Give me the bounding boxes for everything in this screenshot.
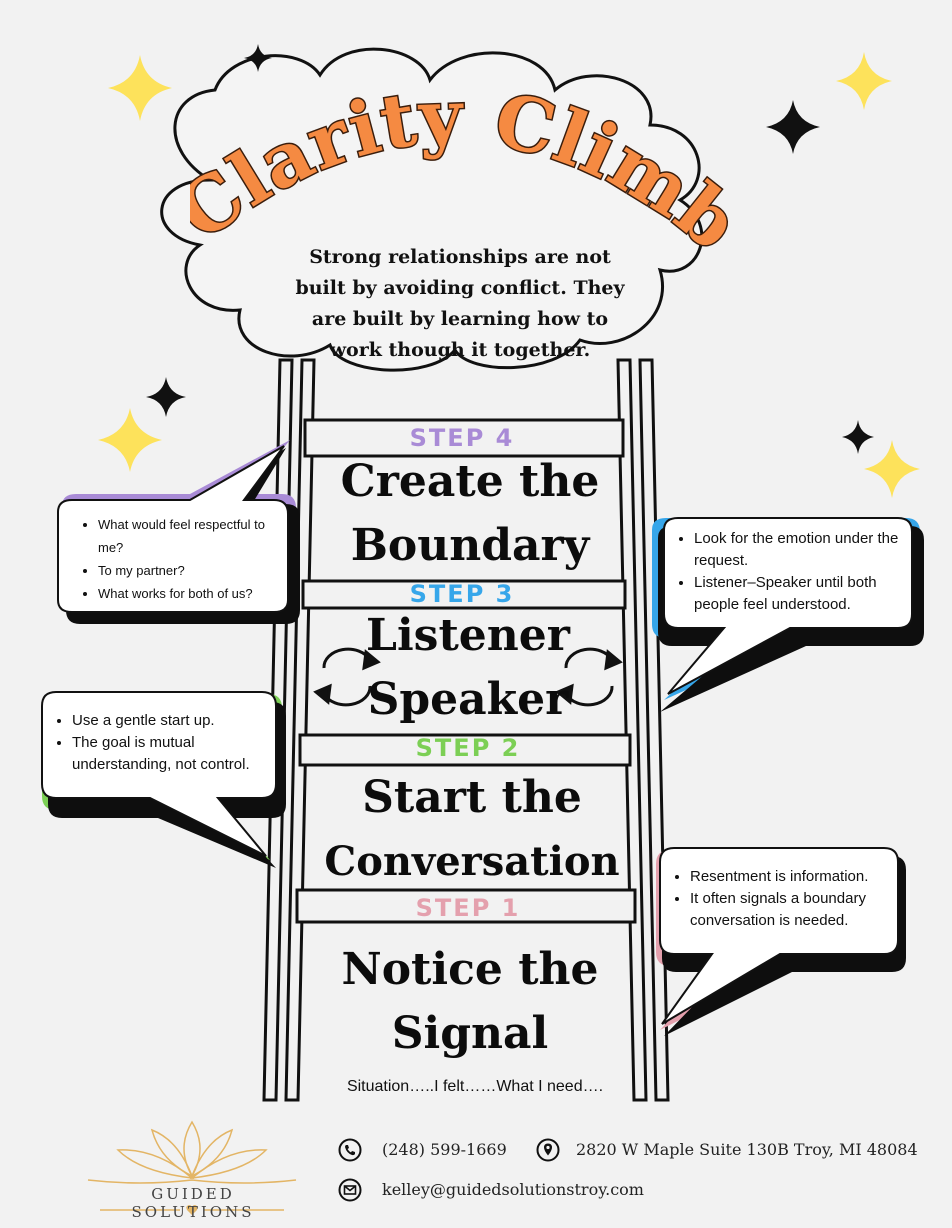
step2-title-line1: Start the xyxy=(362,772,582,823)
step1-tag: STEP 1 xyxy=(368,894,568,922)
step3-tag-label: STEP 3 xyxy=(409,580,515,608)
bubble-step3-item: Look for the emotion under the request. xyxy=(694,528,908,572)
location-icon xyxy=(536,1138,560,1162)
step3-title-line1: Listener xyxy=(366,610,570,661)
sparkles xyxy=(98,44,920,498)
cycle-arrows-left-icon xyxy=(313,647,381,707)
sparkle-icon xyxy=(146,377,186,417)
step2-tag: STEP 2 xyxy=(368,734,568,762)
step1-title: Notice the Signal xyxy=(310,938,630,1066)
step2-title-line2: Conversation xyxy=(324,838,620,885)
step4-title-line2: Boundary xyxy=(350,520,590,571)
sparkle-icon xyxy=(766,100,820,154)
sparkle-icon xyxy=(98,408,162,472)
bubble-step3: Look for the emotion under the request. … xyxy=(672,528,908,616)
heart-icon xyxy=(186,1205,198,1215)
brand-name: GUIDED SOLUTIONS xyxy=(131,1185,255,1221)
sparkle-icon xyxy=(842,420,874,454)
sparkle-icon xyxy=(108,55,172,121)
bubble-step4-shape xyxy=(57,440,300,624)
step4-title: Create the Boundary xyxy=(310,450,630,578)
ladder-left-rail-inner xyxy=(284,358,316,1102)
bubble-step4-item: To my partner? xyxy=(98,559,286,582)
step3-tag: STEP 3 xyxy=(362,580,562,608)
ladder-rung xyxy=(295,888,637,924)
page-title: Clarity Climb xyxy=(190,74,750,268)
step3-title-line2: Speaker xyxy=(367,674,569,725)
step1-tag-label: STEP 1 xyxy=(415,894,521,922)
address: 2820 W Maple Suite 130B Troy, MI 48084 xyxy=(576,1140,918,1159)
step4-title-line1: Create the xyxy=(340,456,600,507)
sparkle-icon xyxy=(244,44,272,72)
step1-title-line1: Notice the xyxy=(341,944,599,995)
step2-tag-label: STEP 2 xyxy=(415,734,521,762)
ladder-rung xyxy=(303,418,625,458)
step3-title: Listener Speaker xyxy=(308,604,628,732)
bubble-step1: Resentment is information. It often sign… xyxy=(668,866,894,932)
bubble-step4-item: What would feel respectful to me? xyxy=(98,513,286,559)
bubble-step4-item: What works for both of us? xyxy=(98,582,286,605)
bubble-step3-item: Listener–Speaker until both people feel … xyxy=(694,572,908,616)
step4-tag-label: STEP 4 xyxy=(409,424,515,452)
bubble-step4: What would feel respectful to me? To my … xyxy=(76,513,286,605)
ladder-rung xyxy=(298,733,632,767)
bubble-step1-item: Resentment is information. xyxy=(690,866,894,888)
intro-text: Strong relationships are not built by av… xyxy=(295,246,625,361)
lotus-logo-icon xyxy=(87,1120,297,1211)
ladder-right-rail xyxy=(616,358,648,1102)
email-address[interactable]: kelley@guidedsolutionstroy.com xyxy=(382,1180,644,1199)
sparkle-icon xyxy=(836,52,892,110)
bubble-step1-shape xyxy=(656,847,906,1036)
step2-title: Start the Conversation xyxy=(312,766,632,894)
step1-title-line2: Signal xyxy=(391,1008,549,1059)
bubble-step2-shape xyxy=(41,691,286,868)
bubble-step3-shape xyxy=(652,517,924,712)
signal-prompt: Situation…..I felt……What I need…. xyxy=(346,1078,604,1095)
title-graphic: Clarity Climb xyxy=(190,72,750,269)
phone-icon xyxy=(338,1138,362,1162)
bubble-step2-item: Use a gentle start up. xyxy=(72,710,272,732)
bubble-step2-item: The goal is mutual understanding, not co… xyxy=(72,732,272,776)
sparkle-icon xyxy=(864,440,920,498)
bubble-step1-item: It often signals a boundary conversation… xyxy=(690,888,894,932)
cycle-arrows-right-icon xyxy=(555,647,623,707)
step4-tag: STEP 4 xyxy=(362,424,562,452)
cloud-shape xyxy=(160,47,704,372)
phone-number[interactable]: (248) 599-1669 xyxy=(382,1140,507,1159)
ladder-rung xyxy=(301,579,627,610)
bubble-step2: Use a gentle start up. The goal is mutua… xyxy=(50,710,272,776)
email-icon xyxy=(338,1178,362,1202)
ladder xyxy=(262,358,670,1102)
